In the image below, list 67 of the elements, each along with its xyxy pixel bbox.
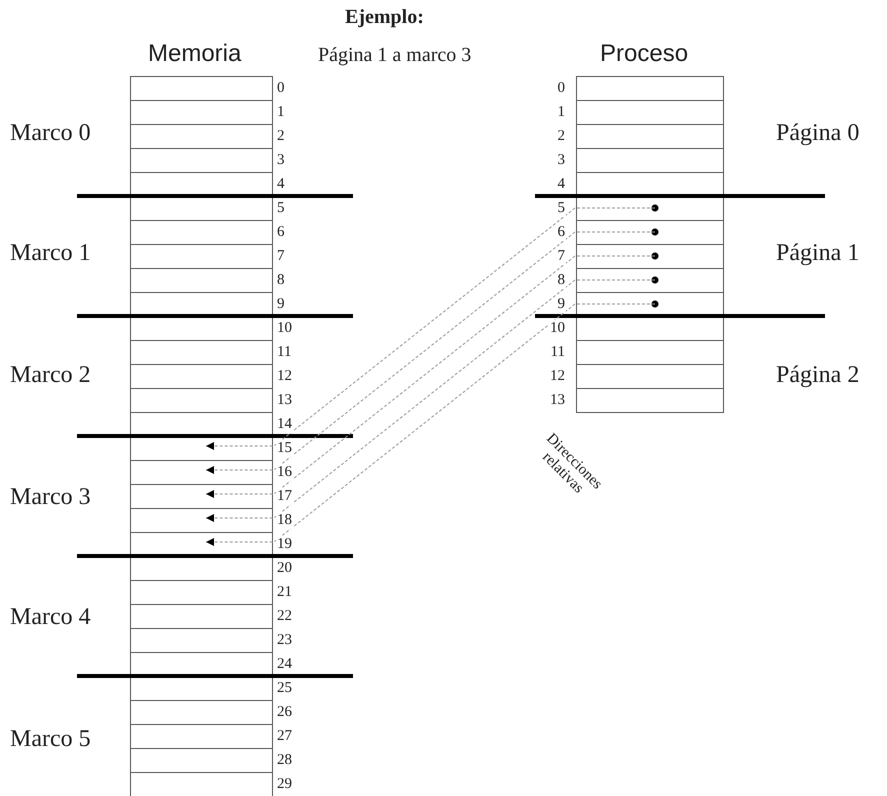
address-number: 7 <box>556 248 566 265</box>
memory-row-cell <box>130 484 273 509</box>
memory-row-cell <box>130 436 273 461</box>
row-group-label: Marco 3 <box>10 484 91 511</box>
mapping-arrow <box>206 276 658 522</box>
memory-row-cell <box>130 412 273 437</box>
memory-row-cell <box>130 604 273 629</box>
memory-row-cell <box>130 748 273 773</box>
address-number: 14 <box>276 416 293 433</box>
heading-text: Ejemplo: <box>345 6 424 29</box>
mapping-arrow <box>206 252 658 498</box>
memory-row-cell <box>130 244 273 269</box>
address-number: 9 <box>556 296 566 313</box>
memory-row-cell <box>130 700 273 725</box>
memory-row-cell <box>130 556 273 581</box>
heading-text: Página 1 a marco 3 <box>318 44 472 67</box>
address-number: 15 <box>276 440 293 457</box>
row-group-label: Página 0 <box>776 120 860 147</box>
memory-row-cell <box>130 460 273 485</box>
row-group-label: Página 1 <box>776 240 860 267</box>
page-row-cell <box>576 316 724 341</box>
memory-row-cell <box>130 76 273 101</box>
memory-row-cell <box>130 724 273 749</box>
memory-row-cell <box>130 772 273 796</box>
memory-row-cell <box>130 364 273 389</box>
row-group-label: Marco 4 <box>10 604 91 631</box>
address-number: 8 <box>556 272 566 289</box>
memory-row-cell <box>130 172 273 197</box>
page-row-cell <box>576 76 724 101</box>
mapping-arrow <box>206 300 658 546</box>
memory-row-cell <box>130 148 273 173</box>
memory-row-cell <box>130 124 273 149</box>
address-number: 6 <box>556 224 566 241</box>
page-row-cell <box>576 172 724 197</box>
heading-text: Proceso <box>600 40 688 68</box>
memory-row-cell <box>130 100 273 125</box>
address-number: 16 <box>276 464 293 481</box>
address-number: 18 <box>276 512 293 529</box>
row-group-label: Marco 0 <box>10 120 91 147</box>
page-row-cell <box>576 340 724 365</box>
mapping-arrow <box>206 204 658 450</box>
heading-text: Memoria <box>148 40 242 68</box>
memory-row-cell <box>130 196 273 221</box>
page-row-cell <box>576 124 724 149</box>
row-group-label: Marco 5 <box>10 726 91 753</box>
memory-row-cell <box>130 532 273 557</box>
memory-row-cell <box>130 220 273 245</box>
page-row-cell <box>576 364 724 389</box>
row-group-label: Página 2 <box>776 362 860 389</box>
memory-row-cell <box>130 316 273 341</box>
row-group-label: Marco 1 <box>10 240 91 267</box>
memory-row-cell <box>130 508 273 533</box>
address-number: 5 <box>556 200 566 217</box>
memory-row-cell <box>130 580 273 605</box>
memory-row-cell <box>130 388 273 413</box>
page-row-cell <box>576 388 724 413</box>
row-group-label: Marco 2 <box>10 362 91 389</box>
memory-row-cell <box>130 652 273 677</box>
memory-row-cell <box>130 340 273 365</box>
page-row-cell <box>576 148 724 173</box>
address-number: 17 <box>276 488 293 505</box>
memory-row-cell <box>130 268 273 293</box>
mapping-arrow <box>206 228 658 474</box>
memory-row-cell <box>130 676 273 701</box>
memory-row-cell <box>130 292 273 317</box>
memory-row-cell <box>130 628 273 653</box>
page-row-cell <box>576 100 724 125</box>
